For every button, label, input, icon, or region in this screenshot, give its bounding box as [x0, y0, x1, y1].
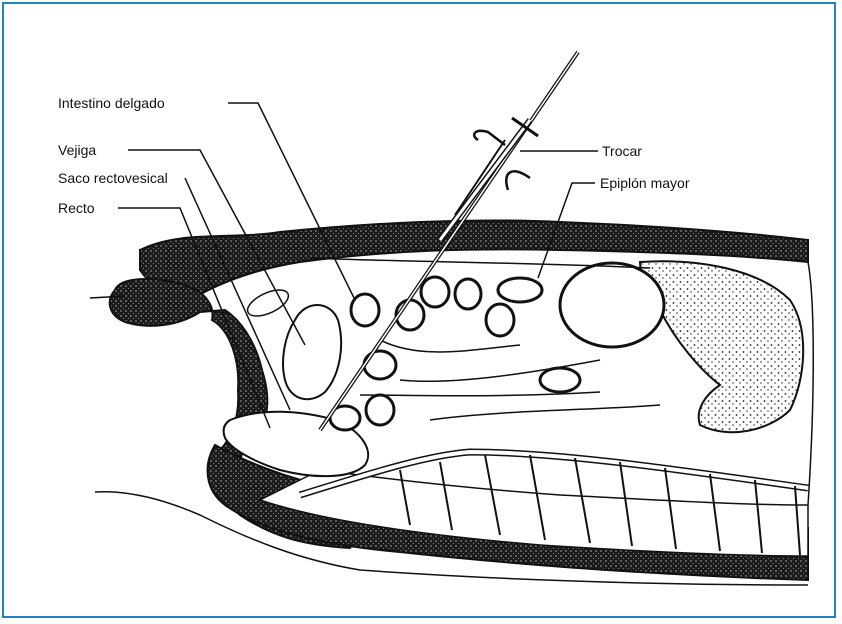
stomach — [560, 263, 664, 347]
perineal-organ — [244, 285, 292, 322]
label-intestino-delgado: Intestino delgado — [58, 95, 165, 111]
right-contour — [808, 262, 813, 505]
label-recto: Recto — [58, 200, 95, 216]
intestinal-loops — [330, 277, 580, 430]
label-epiplon-mayor: Epiplón mayor — [600, 175, 690, 191]
label-vejiga: Vejiga — [58, 142, 96, 158]
liver — [640, 261, 803, 432]
label-trocar: Trocar — [602, 143, 642, 159]
label-saco-rectovesical: Saco rectovesical — [58, 170, 168, 186]
